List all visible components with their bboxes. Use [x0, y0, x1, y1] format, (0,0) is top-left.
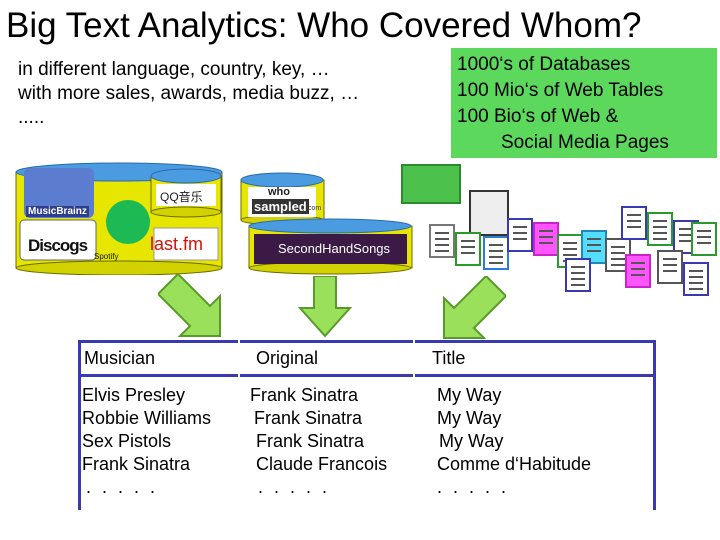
- column-header-musician: Musician: [84, 348, 156, 368]
- whosampled-logo-top: who: [268, 186, 290, 198]
- callout-line-1: 1000‘s of Databases: [457, 54, 631, 75]
- column-header-title: Title: [432, 348, 466, 368]
- whosampled-logo-com: .com: [306, 205, 322, 212]
- table-cell: Robbie Williams: [82, 408, 212, 428]
- column-title: My Way My Way My Way Comme d‘Habitude . …: [437, 384, 591, 499]
- table-cell: Claude Francois: [256, 454, 388, 474]
- arrow-down-left-icon: [443, 276, 506, 339]
- table-cell: Frank Sinatra: [256, 431, 365, 451]
- data-scale-callout: 1000‘s of Databases 100 Mio‘s of Web Tab…: [451, 48, 717, 158]
- table-cell: Frank Sinatra: [254, 408, 363, 428]
- web-page-icon: [647, 212, 673, 246]
- web-page-icon: [621, 206, 647, 240]
- web-page-icon: [483, 236, 509, 270]
- column-header-original: Original: [256, 348, 319, 368]
- table-cell: . . . . .: [437, 477, 510, 497]
- table-cell: My Way: [437, 408, 502, 428]
- table-cell: My Way: [437, 385, 502, 405]
- arrow-down-icon: [298, 276, 352, 338]
- callout-line-4: Social Media Pages: [501, 132, 669, 153]
- web-page-icon: [401, 164, 461, 204]
- web-page-icon: [429, 224, 455, 258]
- table-cell: Elvis Presley: [82, 385, 186, 405]
- web-page-icon: [565, 258, 591, 292]
- web-page-icon: [691, 222, 717, 256]
- table-cell: . . . . .: [86, 477, 159, 497]
- callout-line-2: 100 Mio‘s of Web Tables: [457, 80, 664, 101]
- web-page-icon: [533, 222, 559, 256]
- discogs-logo: Discogs: [28, 236, 88, 255]
- subtitle-line-3: .....: [18, 107, 45, 128]
- table-cell: Comme d‘Habitude: [437, 454, 592, 474]
- web-pages-illustration: [395, 150, 720, 300]
- subtitle-line-1: in different language, country, key, …: [18, 59, 330, 80]
- table-cell: . . . . .: [258, 477, 331, 497]
- column-musician: Elvis Presley Robbie Williams Sex Pistol…: [82, 384, 211, 499]
- web-page-icon: [683, 262, 709, 296]
- spotify-logo: Spotify: [94, 252, 119, 261]
- table-cell: Frank Sinatra: [82, 454, 191, 474]
- column-original: Frank Sinatra Frank Sinatra Frank Sinatr…: [250, 384, 387, 499]
- slide-title: Big Text Analytics: Who Covered Whom?: [6, 6, 642, 45]
- table-cell: My Way: [439, 431, 504, 451]
- database-cylinder-secondhandsongs: [248, 218, 413, 275]
- web-page-icon: [507, 218, 533, 252]
- callout-line-3: 100 Bio‘s of Web &: [457, 106, 619, 127]
- arrow-down-right-icon: [158, 274, 221, 337]
- whosampled-logo-bottom: sampled: [252, 199, 309, 214]
- web-page-icon: [469, 190, 509, 236]
- secondhandsongs-logo: SecondHandSongs: [278, 241, 391, 256]
- table-cell: Frank Sinatra: [250, 385, 359, 405]
- musicbrainz-logo: MusicBrainz: [26, 206, 89, 217]
- lastfm-logo: last.fm: [150, 234, 204, 254]
- qq-music-logo: QQ音乐: [160, 190, 203, 204]
- web-page-icon: [455, 232, 481, 266]
- table-cell: Sex Pistols: [82, 431, 172, 451]
- web-page-icon: [625, 254, 651, 288]
- slide-subtitle: in different language, country, key, … w…: [18, 58, 359, 130]
- database-cylinder-qq: [150, 168, 222, 218]
- cover-songs-table: Musician Original Title Elvis Presley Ro…: [78, 340, 656, 510]
- subtitle-line-2: with more sales, awards, media buzz, …: [18, 83, 360, 104]
- web-page-icon: [657, 250, 683, 284]
- table-header: [78, 340, 656, 377]
